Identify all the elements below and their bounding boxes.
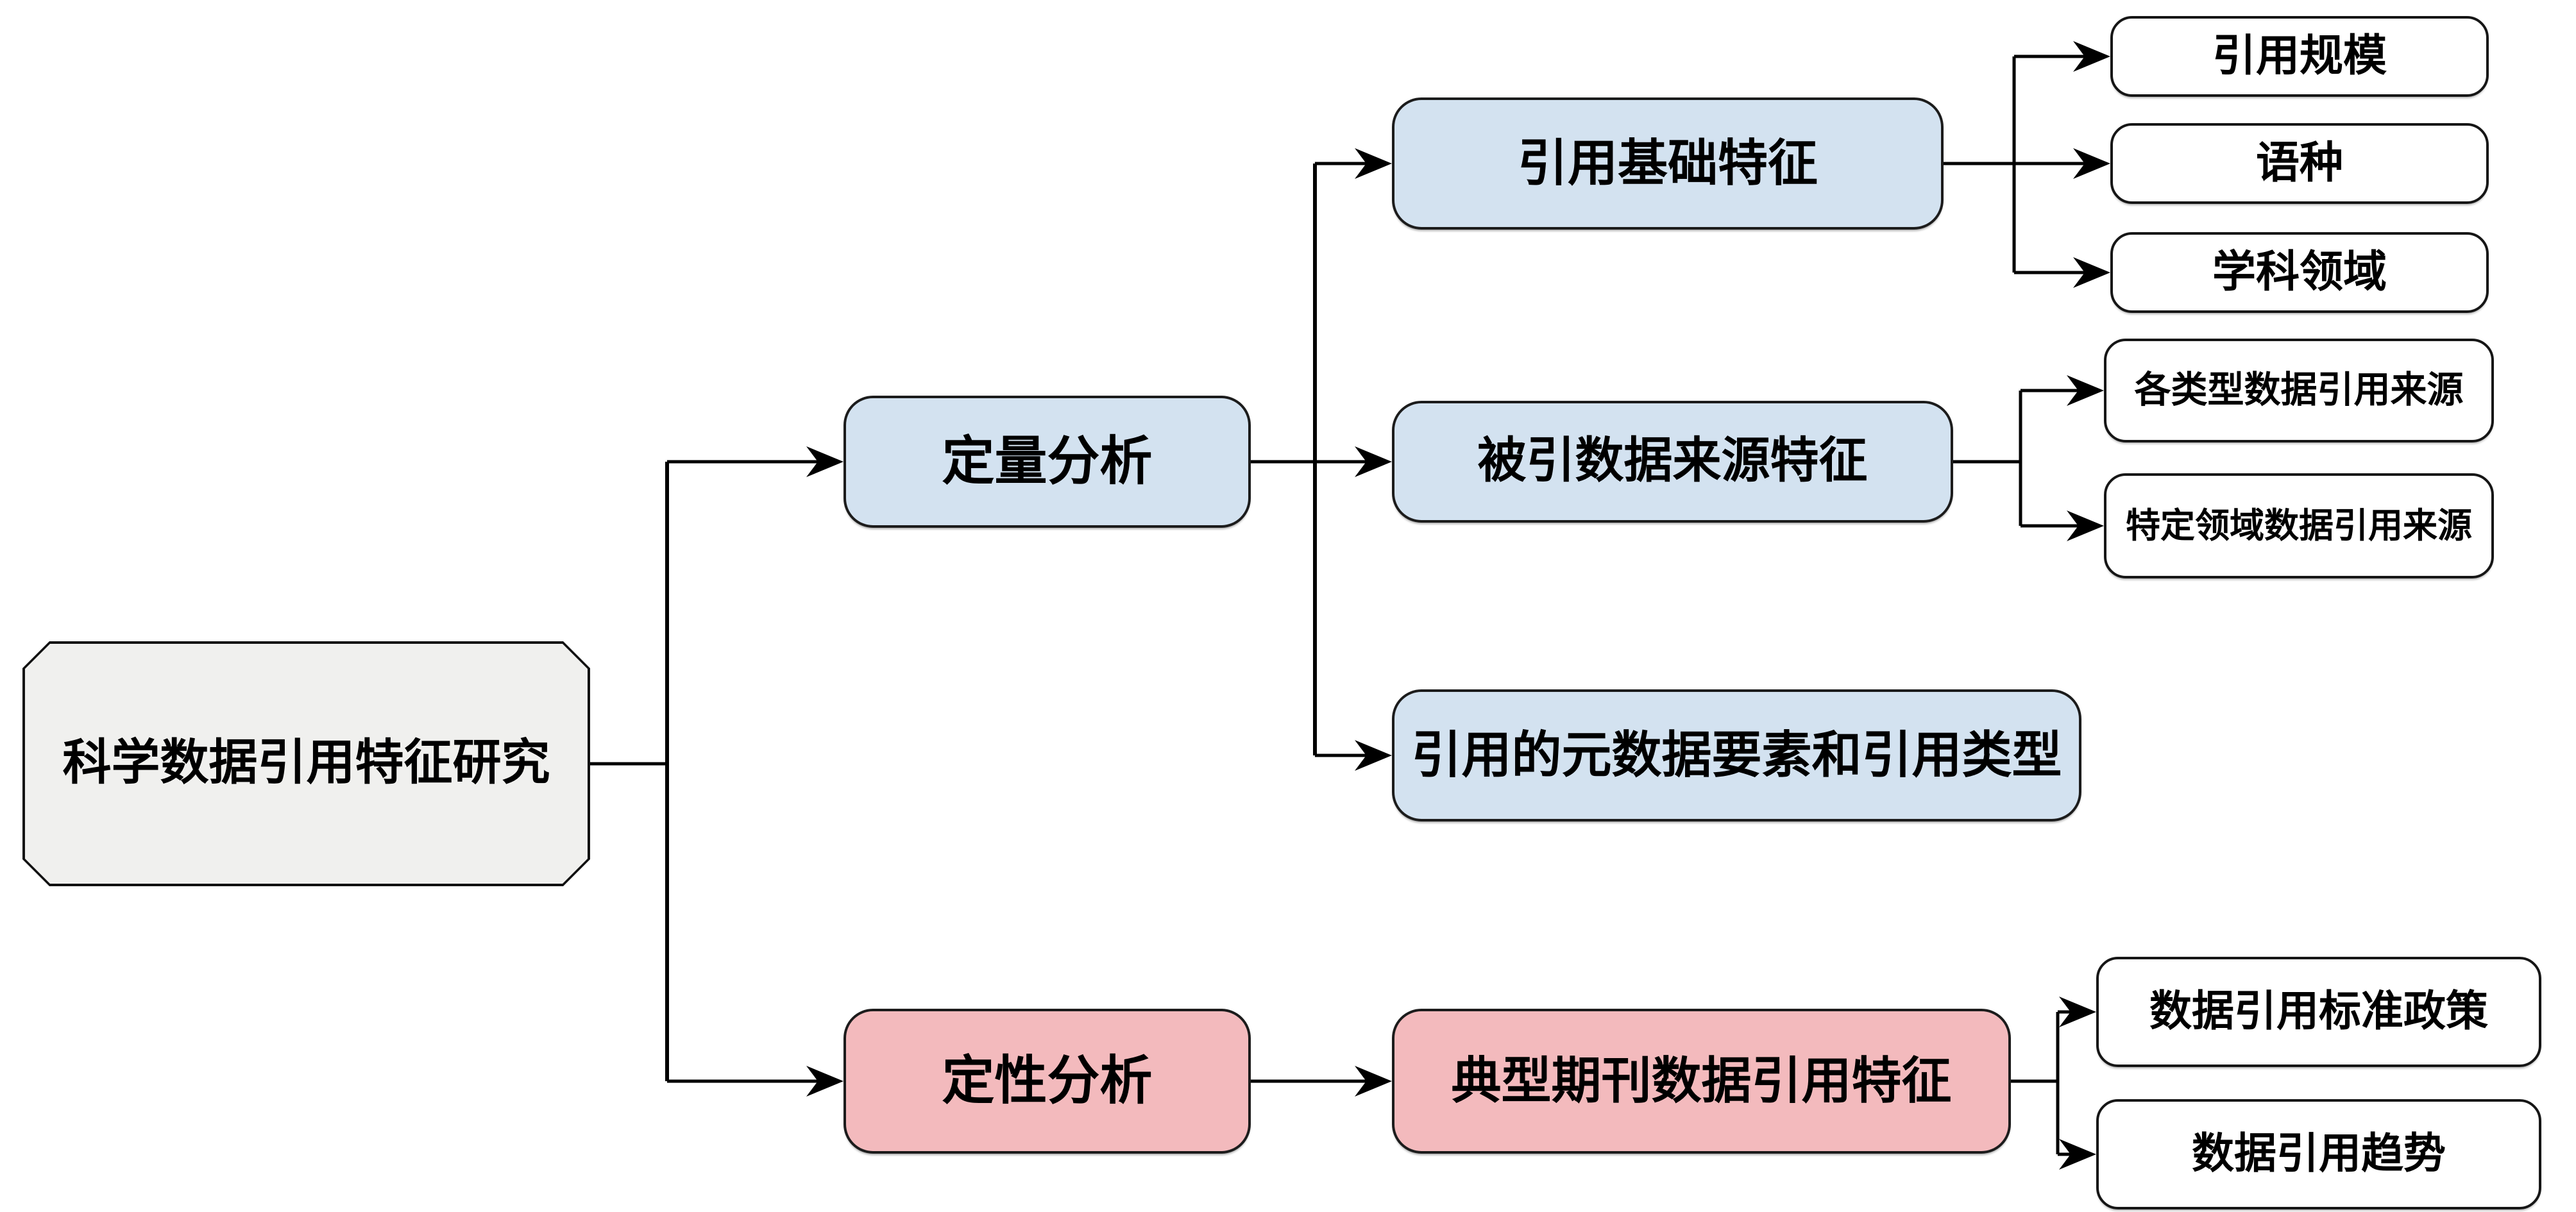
arrowhead	[2073, 41, 2110, 72]
node-standard-policy: 数据引用标准政策	[2096, 957, 2541, 1067]
node-journal-citation: 典型期刊数据引用特征	[1392, 1009, 2011, 1154]
node-discipline: 学科领域	[2110, 232, 2489, 313]
node-qualitative-label: 定性分析	[942, 1051, 1153, 1110]
node-citation-basic-label: 引用基础特征	[1517, 135, 1818, 192]
node-qualitative: 定性分析	[843, 1009, 1251, 1154]
node-root-fill	[25, 644, 588, 884]
arrowhead	[806, 446, 843, 477]
arrowhead	[2073, 148, 2110, 179]
connector-qualitative-to-journal	[1251, 1066, 1392, 1097]
node-root-label: 科学数据引用特征研究	[62, 736, 550, 791]
node-language: 语种	[2110, 123, 2489, 204]
node-quantitative-label: 定量分析	[942, 432, 1153, 491]
arrowhead	[1355, 740, 1392, 771]
node-quantitative: 定量分析	[843, 396, 1251, 528]
connector-quantitative-to-children	[1251, 148, 1392, 771]
node-cited-data-source-label: 被引数据来源特征	[1477, 434, 1868, 489]
arrowhead	[2067, 510, 2104, 541]
node-citation-basic: 引用基础特征	[1392, 97, 1944, 230]
arrowhead	[2059, 1139, 2096, 1170]
node-journal-citation-label: 典型期刊数据引用特征	[1451, 1053, 1952, 1109]
node-metadata-elements-label: 引用的元数据要素和引用类型	[1411, 727, 2062, 784]
node-citation-scale: 引用规模	[2110, 16, 2489, 97]
connector-journal-to-leaves	[2011, 997, 2096, 1170]
arrowhead	[2059, 997, 2096, 1027]
node-source-by-type: 各类型数据引用来源	[2104, 339, 2494, 442]
node-cited-data-source: 被引数据来源特征	[1392, 401, 1953, 523]
node-root: 科学数据引用特征研究	[22, 641, 590, 886]
node-citation-scale-label: 引用规模	[2212, 31, 2387, 81]
node-discipline-label: 学科领域	[2212, 248, 2387, 297]
connector-cited-source-to-leaves	[1953, 375, 2104, 541]
node-citation-trend-label: 数据引用趋势	[2192, 1131, 2446, 1178]
node-source-by-domain-label: 特定领域数据引用来源	[2126, 506, 2472, 545]
arrowhead	[1355, 148, 1392, 179]
arrowhead	[806, 1066, 843, 1097]
arrowhead	[1355, 1066, 1392, 1097]
node-metadata-elements: 引用的元数据要素和引用类型	[1392, 689, 2081, 821]
node-source-by-domain: 特定领域数据引用来源	[2104, 473, 2494, 578]
connector-citation-basic-to-leaves	[1944, 41, 2110, 288]
arrowhead	[2073, 257, 2110, 288]
node-standard-policy-label: 数据引用标准政策	[2149, 988, 2488, 1036]
connector-root-to-analysis	[590, 446, 843, 1097]
node-source-by-type-label: 各类型数据引用来源	[2134, 370, 2464, 411]
arrowhead	[1355, 446, 1392, 477]
arrowhead	[2067, 375, 2104, 406]
node-language-label: 语种	[2255, 139, 2343, 188]
node-citation-trend: 数据引用趋势	[2096, 1099, 2541, 1209]
